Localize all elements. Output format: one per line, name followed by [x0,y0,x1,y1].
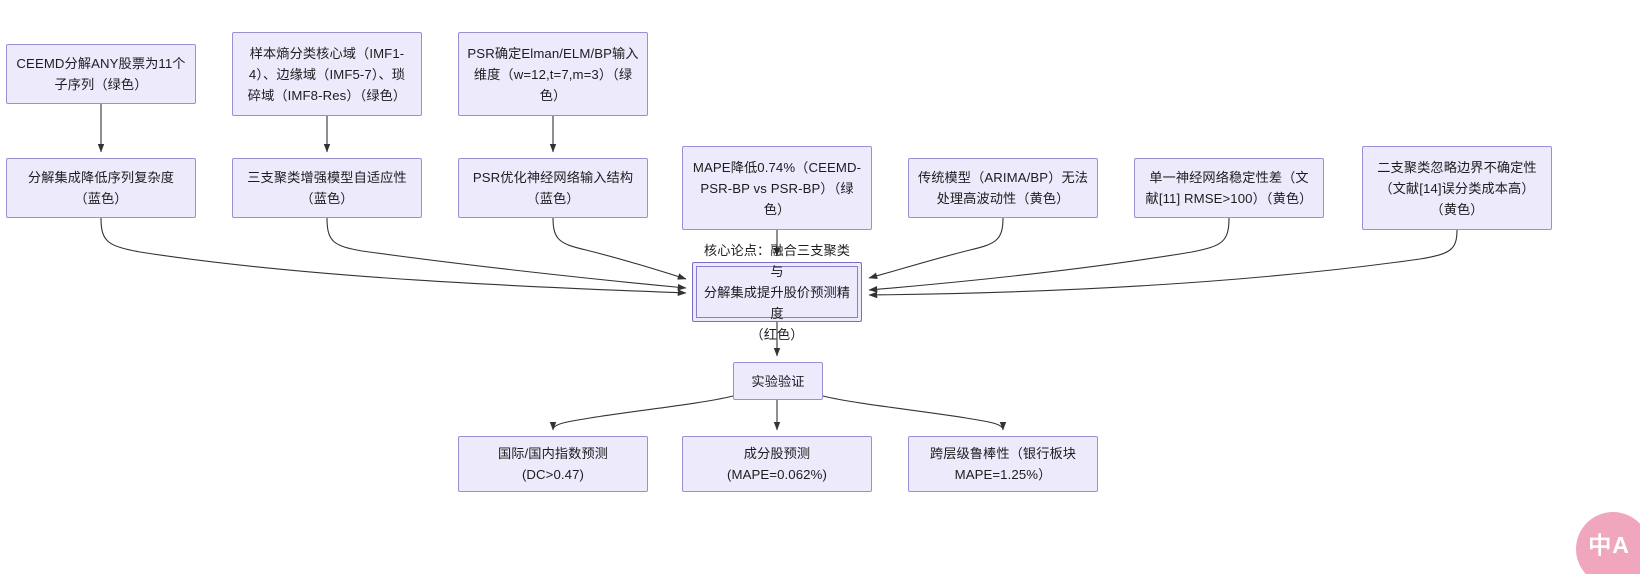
edge-inputstruct-to-core [552,217,687,280]
node-label: 三支聚类增强模型自适应性 （蓝色） [247,170,407,206]
edge-verification-to-robustness [822,395,1007,431]
node-core-thesis[interactable]: 核心论点：融合三支聚类与 分解集成提升股价预测精度 （红色） [692,243,862,342]
edge-complexity-to-core [100,217,687,296]
node-label: 实验验证 [751,373,805,389]
node-index-forecast[interactable]: 国际/国内指数预测 (DC>0.47) [458,436,648,492]
node-single-nn-instability[interactable]: 单一神经网络稳定性差（文 献[11] RMSE>100）（黄色） [1134,158,1324,218]
edge-adaptive-to-core [326,217,687,291]
node-label: 传统模型（ARIMA/BP）无法 处理高波动性（黄色） [917,170,1089,206]
node-constituent-stock-forecast[interactable]: 成分股预测 (MAPE=0.062%) [682,436,872,492]
edge-verification-to-index [549,395,734,431]
node-two-way-cluster-limit[interactable]: 二支聚类忽略边界不确定性 （文献[14]误分类成本高） （黄色） [1362,146,1552,230]
node-label: 成分股预测 (MAPE=0.062%) [727,446,827,482]
node-label: 核心论点：融合三支聚类与 分解集成提升股价预测精度 （红色） [703,242,851,342]
node-decomp-reduce-complexity[interactable]: 分解集成降低序列复杂度 （蓝色） [6,158,196,218]
edge-twoway-to-core [868,229,1458,299]
node-ceemd-decompose[interactable]: CEEMD分解ANY股票为11个 子序列（绿色） [6,44,196,104]
zhongai-watermark-icon: 中A [1576,512,1640,574]
node-traditional-model-limit[interactable]: 传统模型（ARIMA/BP）无法 处理高波动性（黄色） [908,158,1098,218]
node-label: 单一神经网络稳定性差（文 献[11] RMSE>100）（黄色） [1145,170,1313,206]
node-psr-optimize-input[interactable]: PSR优化神经网络输入结构 （蓝色） [458,158,648,218]
node-label: MAPE降低0.74%（CEEMD- PSR-BP vs PSR-BP）（绿 色… [692,159,862,217]
node-three-way-adaptive[interactable]: 三支聚类增强模型自适应性 （蓝色） [232,158,422,218]
node-sample-entropy[interactable]: 样本熵分类核心域（IMF1- 4）、边缘域（IMF5-7）、琐 碎域（IMF8-… [232,32,422,116]
edge-traditional-to-core [868,217,1004,280]
node-label: PSR优化神经网络输入结构 （蓝色） [472,170,634,206]
node-cross-level-robustness[interactable]: 跨层级鲁棒性（银行板块 MAPE=1.25%） [908,436,1098,492]
node-label: CEEMD分解ANY股票为11个 子序列（绿色） [16,56,186,92]
node-label: PSR确定Elman/ELM/BP输入 维度（w=12,t=7,m=3）（绿 色… [467,45,639,103]
node-mape-improvement[interactable]: MAPE降低0.74%（CEEMD- PSR-BP vs PSR-BP）（绿 色… [682,146,872,230]
node-psr-dimension[interactable]: PSR确定Elman/ELM/BP输入 维度（w=12,t=7,m=3）（绿 色… [458,32,648,116]
node-label: 分解集成降低序列复杂度 （蓝色） [27,170,175,206]
node-label: 样本熵分类核心域（IMF1- 4）、边缘域（IMF5-7）、琐 碎域（IMF8-… [247,45,407,103]
watermark-text: 中A [1588,532,1630,558]
node-experimental-verification[interactable]: 实验验证 [733,362,823,400]
node-label: 二支聚类忽略边界不确定性 （文献[14]误分类成本高） （黄色） [1377,159,1537,217]
edge-singlenn-to-core [868,217,1230,293]
node-label: 跨层级鲁棒性（银行板块 MAPE=1.25%） [929,446,1077,482]
node-label: 国际/国内指数预测 (DC>0.47) [497,446,609,482]
